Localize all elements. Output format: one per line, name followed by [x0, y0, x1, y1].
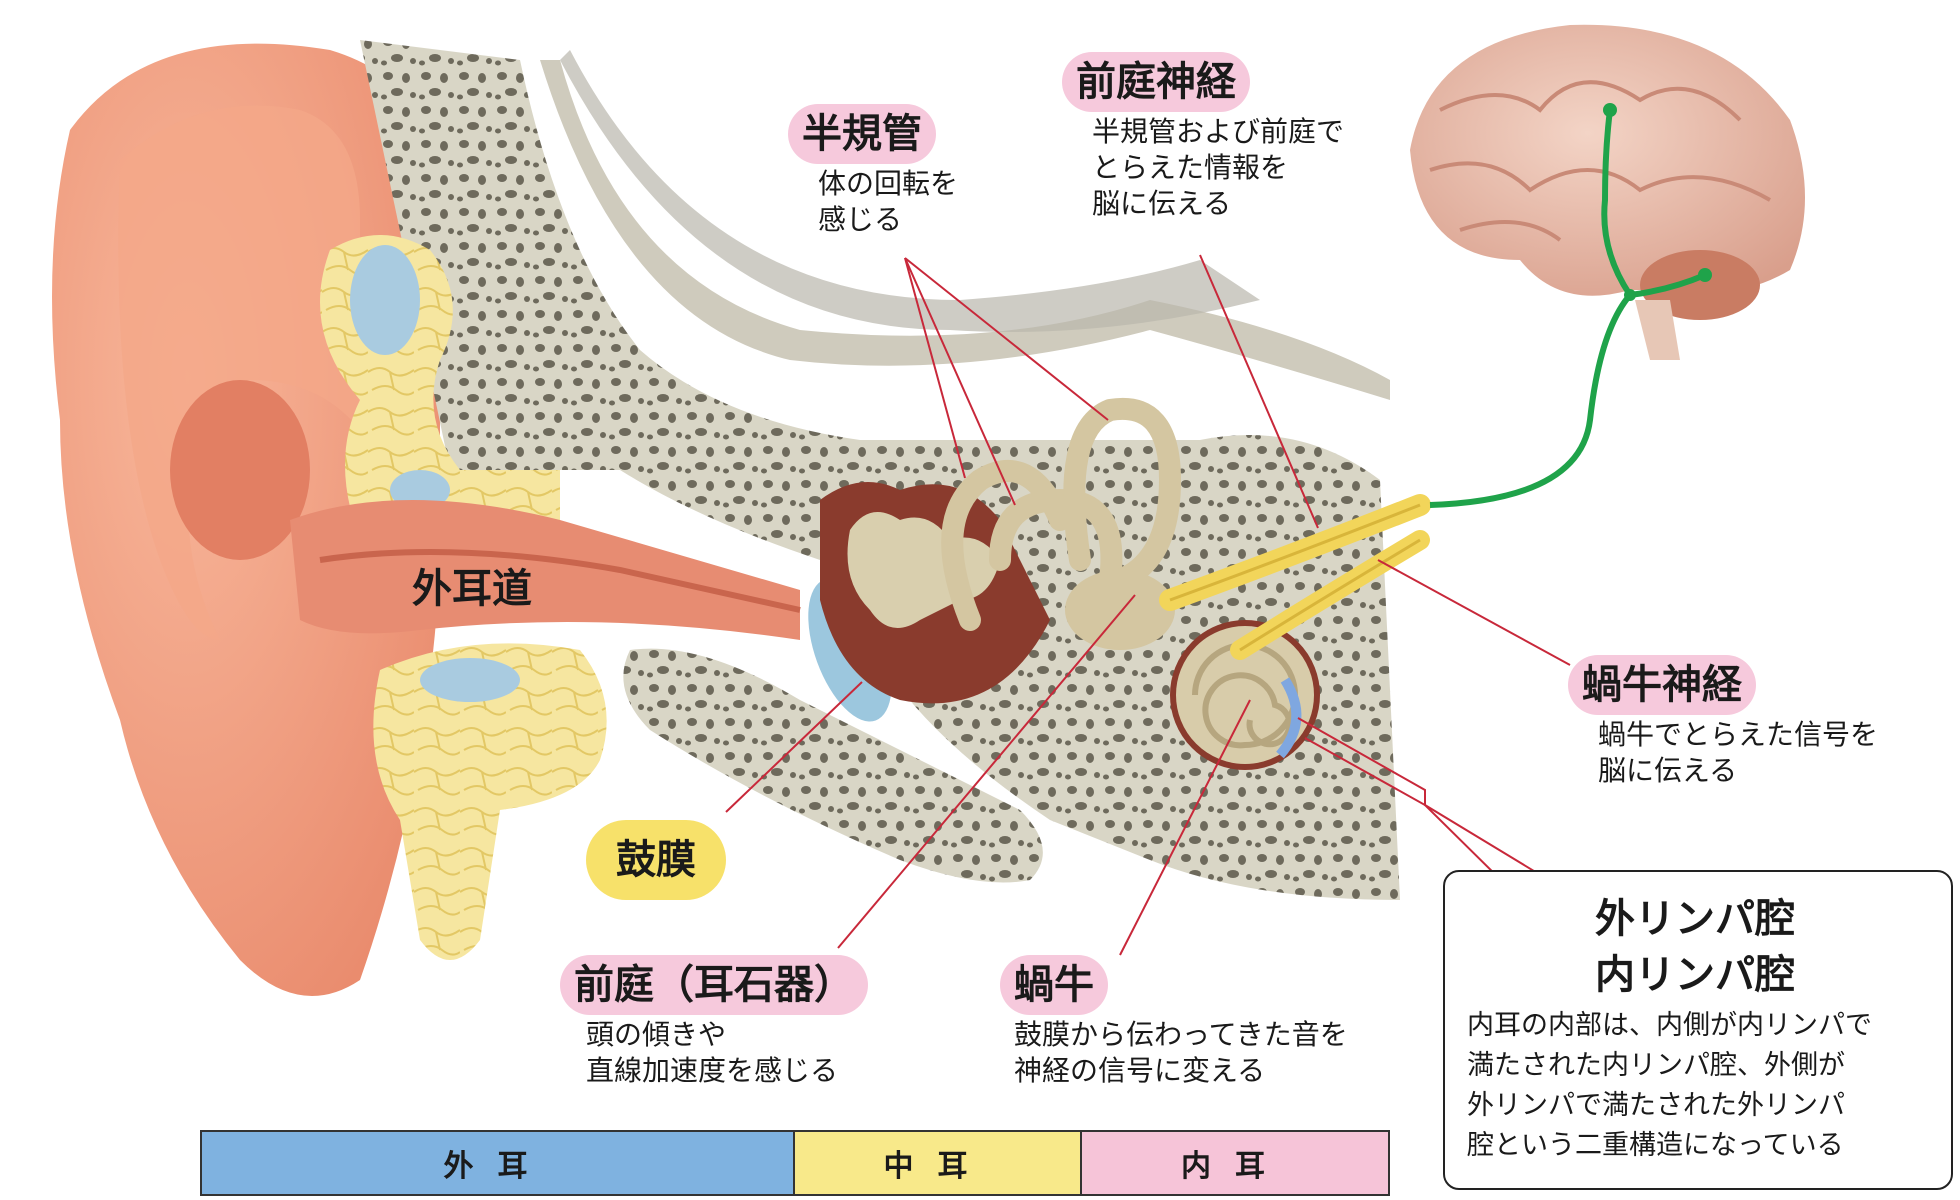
nerve-point-cerebellum	[1698, 268, 1712, 282]
lymph-info-line-3: 外リンパで満たされた外リンパ	[1467, 1090, 1845, 1121]
cochlear-nerve-title: 蝸牛神経	[1568, 655, 1756, 715]
label-eardrum: 鼓膜	[586, 820, 726, 900]
ear-section-bar: 外耳 中耳 内耳	[200, 1130, 1390, 1196]
temporal-bone	[360, 40, 1400, 900]
vestibular-nerve-desc-2: とらえた情報を	[1092, 151, 1289, 184]
semicircular-canals-title: 半規管	[788, 104, 936, 164]
eardrum-title: 鼓膜	[586, 820, 726, 900]
vestibule-shape	[1065, 570, 1175, 650]
vestibule-desc-2: 直線加速度を感じる	[586, 1054, 839, 1087]
label-ear-canal: 外耳道	[412, 566, 532, 612]
cochlear-nerve-desc-2: 脳に伝える	[1598, 754, 1738, 787]
vestibule-title: 前庭（耳石器）	[560, 955, 868, 1015]
lower-cartilage	[373, 643, 607, 960]
vestibular-nerve-title: 前庭神経	[1062, 52, 1250, 112]
label-semicircular-canals: 半規管 体の回転を 感じる	[788, 104, 958, 238]
ear-canal-tube	[290, 500, 800, 640]
upper-cartilage-blue-2	[390, 470, 450, 510]
semicircular-canals-shape	[941, 397, 1182, 631]
semicircular-canals-desc-1: 体の回転を	[818, 167, 959, 200]
nerve-point-junction	[1624, 289, 1636, 301]
section-middle-ear: 中耳	[795, 1132, 1082, 1194]
lymph-info-box: 外リンパ腔 内リンパ腔 内耳の内部は、内側が内リンパで 満たされた内リンパ腔、外…	[1443, 870, 1953, 1190]
lymph-info-line-4: 腔という二重構造になっている	[1467, 1130, 1844, 1161]
nerve-point-cortex	[1603, 103, 1617, 117]
cochlea-title: 蝸牛	[1000, 955, 1108, 1015]
cochlea-desc-1: 鼓膜から伝わってきた音を	[1014, 1018, 1348, 1051]
cochlea-shape	[1170, 620, 1320, 770]
nerve-path-to-brain	[1429, 109, 1707, 508]
section-inner-ear: 内耳	[1082, 1132, 1388, 1194]
perilymph-title: 外リンパ腔	[1595, 896, 1795, 942]
lymph-info-line-2: 満たされた内リンパ腔、外側が	[1467, 1050, 1845, 1081]
nerve-bundle	[1159, 494, 1431, 660]
lymph-info-line-1: 内耳の内部は、内側が内リンパで	[1467, 1010, 1872, 1041]
vestibular-nerve-desc-1: 半規管および前庭で	[1092, 115, 1345, 148]
ear-canal-inner	[319, 549, 801, 613]
lymph-info-text: 内耳の内部は、内側が内リンパで 満たされた内リンパ腔、外側が 外リンパで満たされ…	[1467, 1006, 1937, 1166]
label-vestibular-nerve: 前庭神経 半規管および前庭で とらえた情報を 脳に伝える	[1062, 52, 1344, 222]
label-cochlear-nerve: 蝸牛神経 蝸牛でとらえた信号を 脳に伝える	[1568, 655, 1878, 789]
vestibular-nerve-desc-3: 脳に伝える	[1092, 187, 1232, 220]
upper-cartilage-blue	[350, 245, 420, 355]
semicircular-canals-desc-2: 感じる	[818, 203, 903, 236]
lower-cartilage-blue	[420, 658, 520, 702]
vestibule-desc-1: 頭の傾きや	[586, 1018, 727, 1051]
cochlea-desc-2: 神経の信号に変える	[1014, 1054, 1266, 1087]
cochlear-nerve-desc-1: 蝸牛でとらえた信号を	[1598, 718, 1879, 751]
label-cochlea: 蝸牛 鼓膜から伝わってきた音を 神経の信号に変える	[1000, 955, 1348, 1089]
section-outer-ear: 外耳	[202, 1132, 795, 1194]
endolymph-title: 内リンパ腔	[1595, 952, 1795, 998]
label-vestibule: 前庭（耳石器） 頭の傾きや 直線加速度を感じる	[560, 955, 868, 1089]
